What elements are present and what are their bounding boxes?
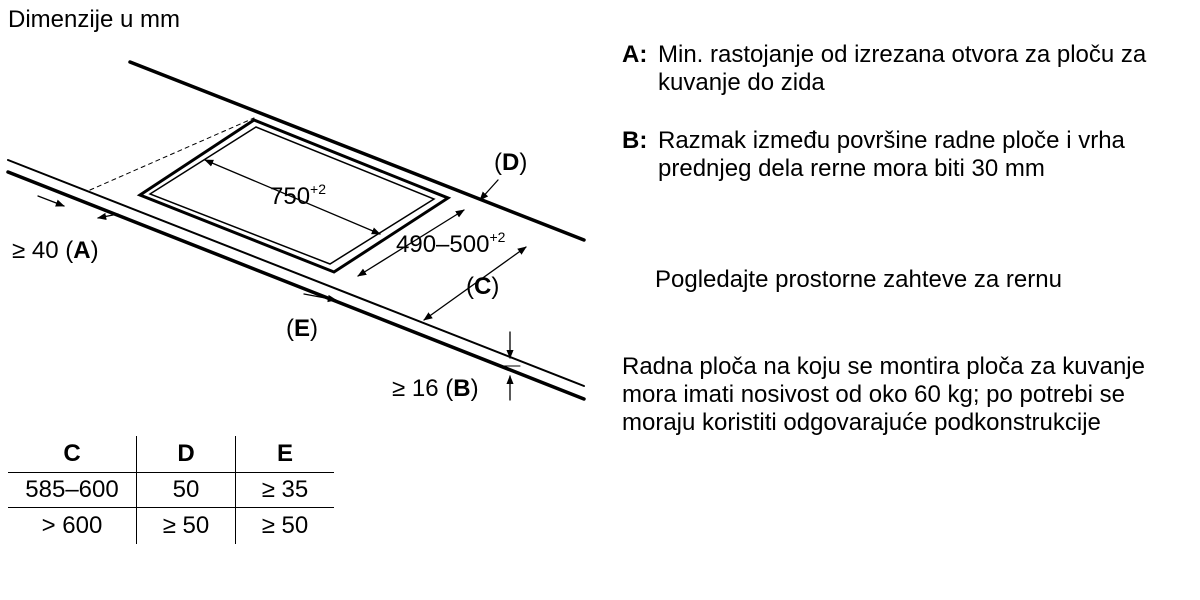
label-e: (E) xyxy=(286,315,318,342)
cutout-inner xyxy=(148,126,436,265)
table-header-row: C D E xyxy=(8,436,334,473)
note-b-text: Razmak između površine radne ploče i vrh… xyxy=(658,127,1125,182)
label-b: ≥ 16 (B) xyxy=(392,375,479,402)
note-a-key: A: xyxy=(622,41,648,68)
dim-c-line xyxy=(423,246,527,321)
width-label: 750+2 xyxy=(270,181,326,210)
worktop-front-bottom xyxy=(6,170,586,401)
note-b-key: B: xyxy=(622,127,648,154)
label-c: (C) xyxy=(466,273,499,300)
dim-d-leader xyxy=(479,179,499,201)
installation-diagram: 750+2 490–500+2 (D) (C) (E) ≥ 40 (A) ≥ 1… xyxy=(6,60,586,402)
wall-edge xyxy=(128,60,586,242)
table-cell: 50 xyxy=(136,472,236,508)
table-header-e: E xyxy=(235,436,334,473)
table-cell: 585–600 xyxy=(8,472,137,508)
dimensions-table: C D E 585–600 50 ≥ 35 > 600 ≥ 50 ≥ 50 xyxy=(8,436,334,544)
dim-e-arrow xyxy=(303,293,337,303)
note-a-text: Min. rastojanje od izrezana otvora za pl… xyxy=(658,41,1147,96)
dim-a-right xyxy=(97,212,119,220)
note-load: Radna ploča na koju se montira ploča za … xyxy=(622,353,1145,436)
label-a: ≥ 40 (A) xyxy=(12,237,99,264)
depth-label: 490–500+2 xyxy=(396,229,506,258)
dim-a-left xyxy=(37,195,65,207)
table-header-c: C xyxy=(8,436,137,473)
note-oven: Pogledajte prostorne zahteve za rernu xyxy=(655,266,1062,293)
label-d: (D) xyxy=(494,149,527,176)
table-cell: ≥ 50 xyxy=(235,507,334,544)
table-row: 585–600 50 ≥ 35 xyxy=(8,472,334,508)
worktop-front-top xyxy=(7,159,585,387)
projection-line xyxy=(89,117,255,191)
table-cell: ≥ 35 xyxy=(235,472,334,508)
cutout-outline xyxy=(136,118,452,274)
table-cell: > 600 xyxy=(41,512,103,539)
units-label: Dimenzije u mm xyxy=(8,6,181,33)
dim-width-line xyxy=(204,159,381,235)
table-cell: ≥ 50 xyxy=(136,507,236,544)
dim-depth-line xyxy=(357,209,465,277)
table-header-d: D xyxy=(136,436,236,473)
table-row: > 600 ≥ 50 ≥ 50 xyxy=(8,507,334,544)
